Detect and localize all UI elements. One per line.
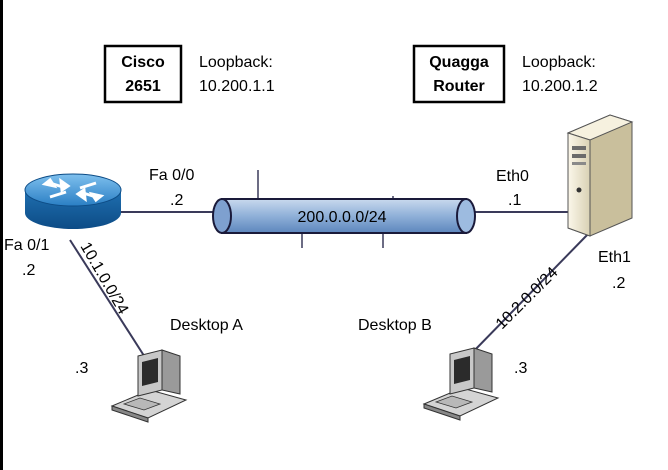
quagga-name-box: Quagga Router [412, 44, 506, 104]
quagga-loopback-ip: 10.200.1.2 [522, 78, 598, 95]
link-left-lan [69, 239, 149, 363]
desktop-a-label: Desktop A [170, 317, 243, 334]
cisco-fa01-addr: .2 [22, 262, 35, 279]
link-right-lan [469, 231, 591, 356]
cisco-loopback-ip: 10.200.1.1 [199, 78, 275, 95]
bus-right-cap [456, 198, 476, 234]
quagga-name-line2: Router [433, 78, 485, 95]
cisco-loopback-label: Loopback: [199, 54, 273, 71]
quagga-eth0-addr: .1 [508, 192, 521, 209]
cisco-name-line1: Cisco [121, 54, 165, 71]
quagga-loopback-label: Loopback: [522, 54, 596, 71]
bus-left-cap [212, 198, 232, 234]
quagga-eth0-name: Eth0 [496, 168, 529, 185]
left-border [0, 0, 3, 470]
cisco-fa00-name: Fa 0/0 [149, 167, 194, 184]
desktop-b-label: Desktop B [358, 317, 432, 334]
right-lan-network-label: 10.2.0.0/24 [493, 264, 562, 333]
desktop-b-icon [422, 347, 500, 421]
desktop-a-addr: .3 [75, 360, 88, 377]
cisco-fa01-name: Fa 0/1 [4, 237, 49, 254]
cisco-name-line2: 2651 [125, 78, 161, 95]
quagga-eth1-name: Eth1 [598, 249, 631, 266]
left-lan-network-label: 10.1.0.0/24 [77, 240, 132, 318]
desktop-b-addr: .3 [514, 360, 527, 377]
backbone-bus: 200.0.0.0/24 [212, 198, 476, 234]
quagga-eth1-addr: .2 [612, 275, 625, 292]
quagga-name-line1: Quagga [429, 54, 489, 71]
backbone-network-label: 200.0.0.0/24 [298, 209, 387, 226]
cisco-name-box: Cisco 2651 [103, 44, 183, 104]
links [69, 170, 591, 363]
desktop-a-icon [110, 349, 188, 423]
cisco-fa00-addr: .2 [170, 192, 183, 209]
cisco-router-icon [24, 173, 122, 229]
quagga-server-icon [566, 114, 634, 237]
